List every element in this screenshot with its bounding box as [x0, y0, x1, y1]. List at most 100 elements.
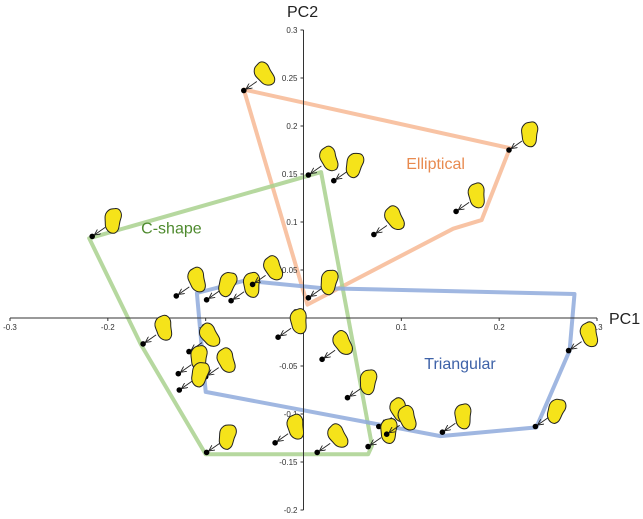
- point-arrow: [281, 327, 292, 335]
- data-point: [453, 182, 485, 215]
- leaf-shape-icon: [289, 308, 307, 335]
- y-tick-label: -0.15: [279, 458, 298, 467]
- point-marker: [175, 370, 182, 377]
- data-point: [439, 403, 472, 436]
- point-arrow: [337, 171, 348, 179]
- x-tick-label: -0.3: [3, 323, 17, 332]
- leaf-shape-icon: [546, 398, 567, 424]
- point-marker: [176, 387, 183, 393]
- leaf-shape-icon: [579, 321, 599, 348]
- y-tick-label: -0.2: [284, 506, 298, 515]
- data-point: [305, 269, 339, 301]
- point-arrow: [247, 81, 258, 89]
- point-marker: [272, 440, 278, 446]
- data-point: [532, 398, 567, 430]
- leaf-shape-icon: [397, 404, 417, 431]
- y-tick-label: 0.15: [282, 170, 298, 179]
- point-arrow: [256, 275, 266, 282]
- point-arrow: [445, 422, 456, 430]
- leaf-shape-icon: [104, 208, 122, 234]
- data-point: [565, 321, 599, 354]
- point-marker: [331, 177, 337, 184]
- data-point: [140, 314, 173, 347]
- point-marker: [565, 347, 572, 354]
- point-arrow: [371, 437, 382, 445]
- hull-triangular: [194, 278, 577, 439]
- data-point: [314, 423, 349, 456]
- data-point: [203, 424, 237, 456]
- leaf-shape-icon: [198, 322, 221, 347]
- point-marker: [249, 281, 256, 288]
- point-marker: [228, 297, 234, 304]
- leaf-shape-icon: [154, 314, 173, 341]
- leaf-shape-icon: [467, 182, 485, 209]
- point-arrow: [181, 364, 192, 372]
- point-marker: [203, 449, 210, 456]
- group-label-elliptical: Elliptical: [406, 156, 465, 173]
- point-marker: [319, 356, 325, 363]
- point-arrow: [95, 227, 106, 234]
- point-arrow: [209, 367, 219, 375]
- point-marker: [376, 423, 382, 430]
- data-point: [241, 61, 276, 94]
- leaf-shape-icon: [218, 272, 238, 298]
- point-marker: [186, 348, 192, 355]
- data-point: [275, 308, 307, 341]
- x-tick-label: 0.3: [591, 323, 603, 332]
- point-arrow: [234, 291, 245, 299]
- point-arrow: [351, 388, 361, 396]
- point-arrow: [311, 165, 322, 173]
- leaf-shape-icon: [521, 121, 539, 148]
- point-arrow: [179, 286, 190, 294]
- point-marker: [275, 334, 281, 341]
- data-point: [305, 145, 339, 178]
- point-marker: [383, 431, 390, 438]
- data-point: [203, 272, 238, 303]
- y-axis-title: PC2: [287, 4, 318, 21]
- leaf-shape-icon: [263, 255, 284, 281]
- hull-elliptical: [241, 87, 512, 307]
- point-marker: [365, 443, 371, 450]
- leaf-shape-icon: [286, 413, 305, 440]
- x-tick-label: -0.2: [101, 323, 115, 332]
- data-point: [383, 404, 417, 438]
- point-arrow: [210, 443, 220, 450]
- leaf-shape-icon: [216, 347, 236, 373]
- point-arrow: [278, 433, 289, 441]
- x-tick-label: 0.2: [494, 323, 506, 332]
- point-marker: [173, 293, 180, 299]
- point-marker: [344, 394, 351, 401]
- data-point: [331, 152, 365, 184]
- x-axis-title: PC1: [609, 311, 640, 328]
- data-point: [173, 266, 206, 299]
- point-arrow: [390, 424, 400, 432]
- leaf-shape-icon: [380, 418, 398, 444]
- y-tick-label: 0.3: [286, 26, 298, 35]
- group-label-triangular: Triangular: [424, 356, 496, 373]
- point-arrow: [311, 288, 322, 296]
- hull-c-shape: [87, 170, 374, 457]
- point-marker: [241, 87, 247, 94]
- leaf-shape-icon: [327, 423, 349, 448]
- group-label-c-shape: C-shape: [141, 221, 202, 238]
- y-tick-label: 0.2: [286, 122, 298, 131]
- point-arrow: [572, 341, 582, 349]
- y-tick-label: 0.1: [286, 218, 298, 227]
- data-point: [272, 413, 305, 446]
- leaf-shape-icon: [319, 145, 339, 172]
- leaf-shape-icon: [345, 152, 365, 179]
- point-marker: [203, 297, 210, 303]
- data-point: [344, 369, 378, 401]
- data-point: [89, 208, 122, 240]
- data-point: [176, 362, 210, 393]
- y-tick-label: -0.05: [279, 362, 298, 371]
- point-arrow: [182, 380, 193, 388]
- point-arrow: [325, 349, 336, 357]
- point-marker: [89, 233, 95, 240]
- data-point: [249, 255, 284, 288]
- leaf-shape-icon: [332, 330, 353, 355]
- leaf-shape-icon: [384, 205, 405, 231]
- leaf-shape-icon: [191, 362, 210, 388]
- point-arrow: [512, 140, 523, 148]
